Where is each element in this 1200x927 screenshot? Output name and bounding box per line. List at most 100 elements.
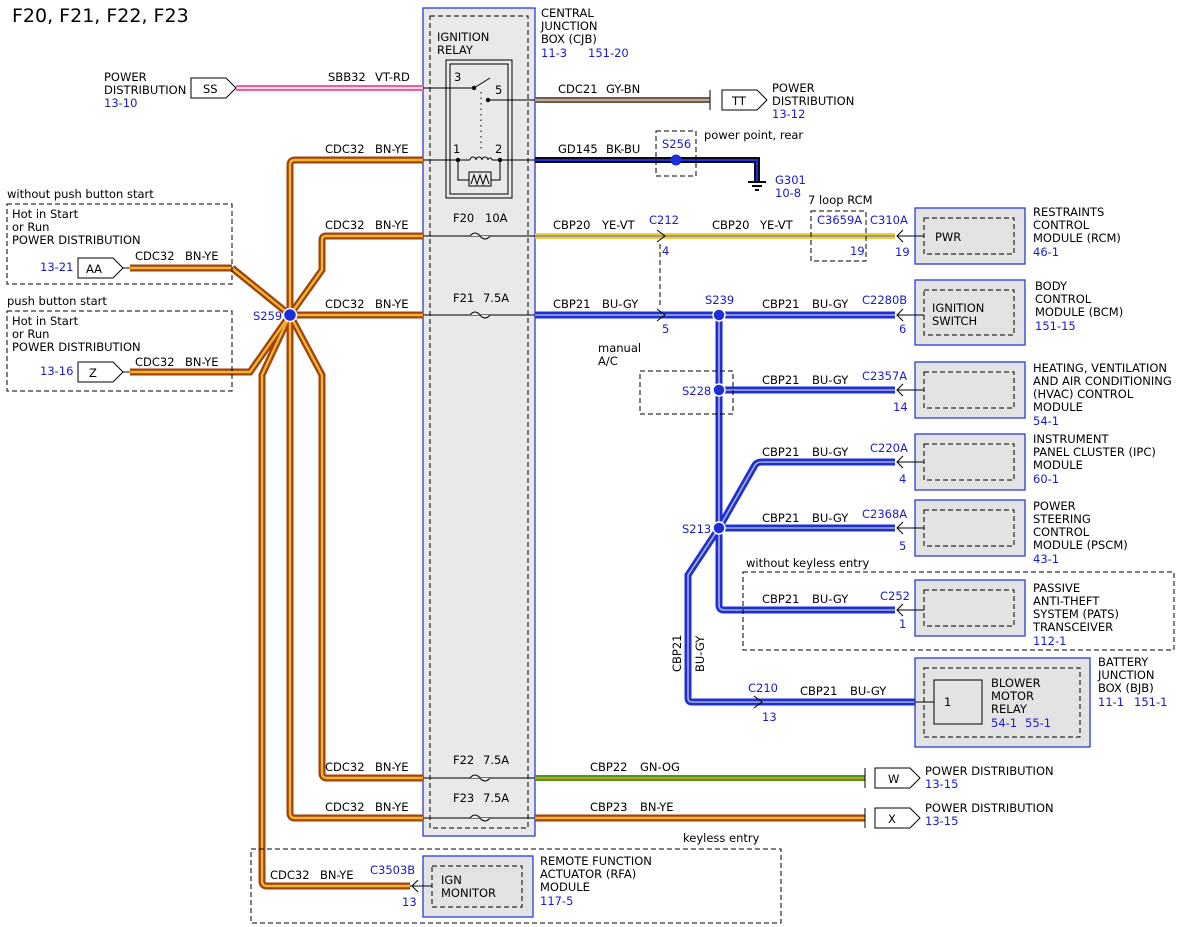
bcm-ref: 151-15 <box>1035 319 1076 333</box>
module-hvac: C2357A 14 HEATING, VENTILATION AND AIR C… <box>862 361 1172 428</box>
splice-s213-label: S213 <box>682 522 711 536</box>
label-cbp20-2-color: YE-VT <box>759 218 794 232</box>
c210-pin: 13 <box>762 710 777 724</box>
ss-name: SS <box>203 82 218 96</box>
rcm-conn: C310A <box>870 213 908 227</box>
pscm-name-3: CONTROL <box>1033 525 1090 539</box>
tt-name: TT <box>731 94 747 108</box>
splice-s228 <box>712 383 726 397</box>
label-cbp21-vert: CBP21 <box>670 635 684 673</box>
bjb-name-2: JUNCTION <box>1097 668 1155 682</box>
push-line-1: Hot in Start <box>12 314 79 328</box>
ground-g301: S256 power point, rear G301 10-8 <box>655 128 806 200</box>
cjb-name-1: CENTRAL <box>541 6 594 20</box>
w-name: W <box>888 772 899 786</box>
label-cbp21-vert-color: BU-GY <box>693 635 707 672</box>
label-cbp20-2: CBP20 <box>712 218 750 232</box>
fuse-f23: F23 7.5A <box>423 791 535 822</box>
label-cdc32-5-color: BN-YE <box>375 800 409 814</box>
pscm-name-2: STEERING <box>1033 512 1091 526</box>
label-cdc32-3: CDC32 <box>325 297 365 311</box>
label-cbp21-bcm-color: BU-GY <box>812 297 849 311</box>
cjb-name-2: JUNCTION <box>540 19 598 33</box>
module-bcm: IGNITION SWITCH C2280B 6 BODY CONTROL MO… <box>862 279 1123 346</box>
tt-ref: 13-12 <box>772 107 805 121</box>
tt-label-2: DISTRIBUTION <box>772 94 854 108</box>
x-ref: 13-15 <box>925 814 958 828</box>
ipc-name-1: INSTRUMENT <box>1033 432 1110 446</box>
cjb-name-3: BOX (CJB) <box>541 32 597 46</box>
connector-ss: POWER DISTRIBUTION 13-10 SS <box>104 70 237 110</box>
ss-label-2: DISTRIBUTION <box>104 83 186 97</box>
cdc32-harness <box>130 156 865 890</box>
hvac-name-3: (HVAC) CONTROL <box>1033 387 1134 401</box>
bcm-name-1: BODY <box>1035 279 1068 293</box>
label-cdc32-2-color: BN-YE <box>375 218 409 232</box>
label-sbb32-color: VT-RD <box>375 70 410 84</box>
inline-c210: C210 13 <box>748 681 778 724</box>
pats-name-1: PASSIVE <box>1033 581 1080 595</box>
pscm-conn: C2368A <box>862 507 907 521</box>
pats-pin: 1 <box>899 617 906 631</box>
cjb-ref-2: 151-20 <box>588 46 629 60</box>
label-cbp21-bjb: CBP21 <box>800 684 838 698</box>
connector-x: X POWER DISTRIBUTION 13-15 <box>864 801 1054 829</box>
relay-name-2: RELAY <box>437 43 474 57</box>
bjb-ref2: 151-1 <box>1134 695 1167 709</box>
no-push-line-1: Hot in Start <box>12 207 79 221</box>
bjb-relay-1: BLOWER <box>991 676 1041 690</box>
label-gd145-color: BK-BU <box>606 142 640 156</box>
connector-tt: TT POWER DISTRIBUTION 13-12 <box>709 81 854 121</box>
pats-conn: C252 <box>880 589 910 603</box>
rfa-pin: 13 <box>402 895 417 909</box>
module-pats: without keyless entry C252 1 PASSIVE ANT… <box>742 556 1175 651</box>
label-cbp21-1: CBP21 <box>553 297 591 311</box>
bjb-name-1: BATTERY <box>1098 655 1149 669</box>
option-push-start: push button start Hot in Start or Run PO… <box>6 294 233 392</box>
c212-pin-4: 4 <box>662 244 669 258</box>
fuse-f22: F22 7.5A <box>423 753 535 782</box>
label-cbp21-ipc: CBP21 <box>762 445 800 459</box>
ground-note: power point, rear <box>704 128 803 142</box>
ground-id: G301 <box>775 173 806 187</box>
pscm-pin: 5 <box>899 539 906 553</box>
c3659a-name: C3659A <box>817 213 862 227</box>
no-push-title: without push button start <box>7 187 154 201</box>
push-line-2: or Run <box>12 327 49 341</box>
pscm-name-1: POWER <box>1033 499 1076 513</box>
label-cdc32-6-color: BN-YE <box>320 868 354 882</box>
label-cbp21-ipc-color: BU-GY <box>812 445 849 459</box>
c210-name: C210 <box>748 681 778 695</box>
rfa-inner-2: MONITOR <box>441 886 496 900</box>
c212-name: C212 <box>649 213 679 227</box>
pats-name-4: TRANSCEIVER <box>1032 620 1113 634</box>
fuse-f20: F20 10A <box>423 211 535 240</box>
fuse-f20-rating: 10A <box>485 211 508 225</box>
label-cdc32-aa-color: BN-YE <box>185 249 219 263</box>
w-ref: 13-15 <box>925 777 958 791</box>
fuse-f21-id: F21 <box>453 291 474 305</box>
fuse-f21-rating: 7.5A <box>483 291 509 305</box>
ipc-name-3: MODULE <box>1033 458 1083 472</box>
relay-pin-2: 2 <box>495 142 502 156</box>
fuse-f22-id: F22 <box>453 753 474 767</box>
label-cdc32-z: CDC32 <box>135 355 175 369</box>
label-cbp21-1-color: BU-GY <box>602 297 639 311</box>
hvac-ref: 54-1 <box>1033 414 1059 428</box>
ignition-relay: IGNITION RELAY 3 5 1 2 <box>423 30 535 199</box>
bjb-relay-2: MOTOR <box>991 689 1034 703</box>
bcm-name-2: CONTROL <box>1035 292 1092 306</box>
label-cbp23: CBP23 <box>590 800 628 814</box>
fuse-f23-id: F23 <box>453 791 474 805</box>
rcm-name-2: CONTROL <box>1033 218 1090 232</box>
rcm-name-1: RESTRAINTS <box>1033 205 1104 219</box>
rfa-inner-1: IGN <box>441 873 462 887</box>
inline-c212: C212 4 5 manual A/C <box>598 213 679 368</box>
ipc-name-2: PANEL CLUSTER (IPC) <box>1033 445 1156 459</box>
relay-pin-1: 1 <box>453 142 460 156</box>
module-rfa: keyless entry IGN MONITOR C3503B 13 REMO… <box>250 831 782 924</box>
rcm-loop-note: 7 loop RCM <box>808 193 873 207</box>
label-cbp21-pscm-color: BU-GY <box>812 511 849 525</box>
relay-name-1: IGNITION <box>437 30 489 44</box>
module-ipc: C220A 4 INSTRUMENT PANEL CLUSTER (IPC) M… <box>870 432 1156 491</box>
